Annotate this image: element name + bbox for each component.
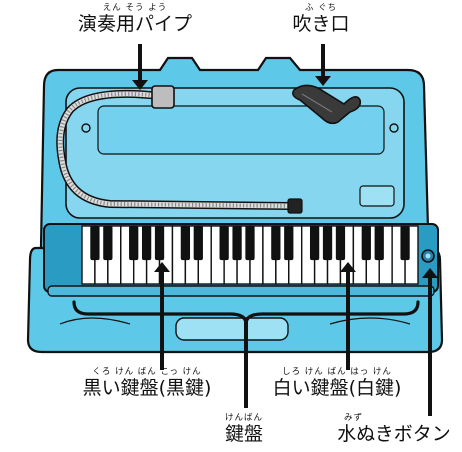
black-key: [103, 225, 113, 261]
black-key: [180, 225, 191, 261]
arrow-mouthpiece-head: [315, 76, 331, 86]
mouthpiece: [292, 84, 362, 125]
label-performance-pipe: えん そう よう 演奏用パイプ: [77, 3, 192, 35]
case-lid-recess: [97, 105, 385, 155]
arrow-black-keys-head: [154, 262, 170, 272]
pipe-mouth-connector: [151, 85, 175, 109]
label-keyboard: けんばん 鍵盤: [224, 413, 263, 445]
case-hinge-hole-left: [81, 123, 91, 133]
black-key: [141, 225, 152, 261]
keys: [81, 225, 419, 285]
case-pipe-holder: [359, 185, 395, 207]
black-key: [245, 225, 255, 261]
black-key: [232, 225, 242, 261]
performance-pipe: [56, 85, 303, 214]
label-drain-button: みず 水ぬきボタン: [337, 413, 451, 445]
case-tray-detail-right: [329, 317, 411, 325]
pipe-ribs: [58, 91, 293, 208]
black-key: [193, 225, 203, 261]
arrow-pipe-head: [132, 80, 148, 90]
black-key: [361, 225, 371, 261]
arrow-drain-button-head: [422, 268, 438, 278]
keyboard-brace: [72, 300, 420, 325]
pipe-end-tip: [287, 198, 303, 214]
black-key: [154, 225, 165, 261]
black-key: [284, 225, 294, 261]
black-key: [374, 225, 384, 261]
case-hinge-hole-right: [389, 123, 399, 133]
arrow-white-keys-head: [340, 262, 356, 272]
black-key: [309, 225, 320, 261]
drain-button-center: [425, 253, 431, 259]
black-key: [322, 225, 333, 261]
drain-button: [421, 249, 435, 263]
mouthpiece-body: [292, 84, 362, 125]
black-key: [335, 225, 346, 261]
black-key: [90, 225, 100, 261]
black-key: [129, 225, 139, 261]
label-mouthpiece: ふ ぐち 吹き口: [292, 3, 350, 35]
black-key: [400, 225, 410, 261]
case-tray-detail-left: [59, 317, 131, 325]
case-handle-slot: [175, 317, 289, 341]
pointer-arrows: [72, 44, 438, 416]
keyboard-base: [47, 285, 435, 297]
label-black-keys: くろ けん ばん こっ けん 黒い鍵盤(黒鍵): [82, 367, 212, 399]
black-key: [219, 225, 229, 261]
label-white-keys: しろ けん ばん はっ けん 白い鍵盤(白鍵): [272, 367, 402, 399]
black-key: [271, 225, 281, 261]
mouthpiece-highlight: [301, 93, 333, 113]
